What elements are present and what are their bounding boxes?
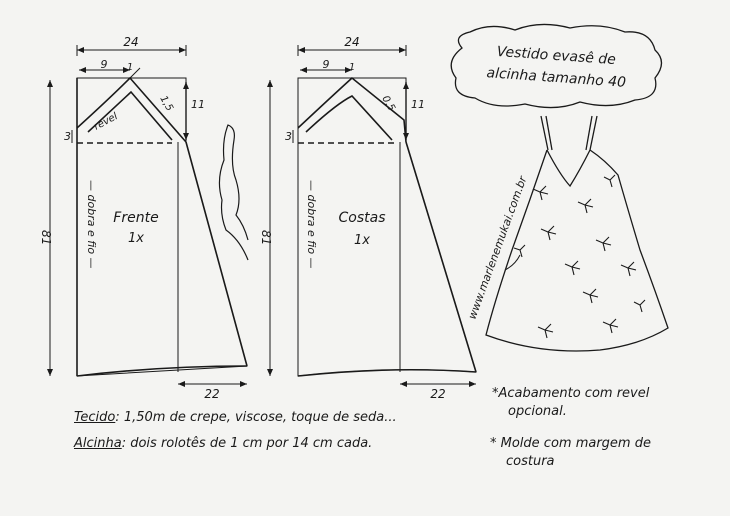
front-piece-name: Frente — [113, 210, 158, 226]
strap-note-label: Alcinha — [74, 436, 122, 451]
title-line-2: alcinha tamanho 40 — [486, 65, 627, 91]
back-strap-label: 0,5 — [379, 94, 396, 113]
back-piece-qty: 1x — [354, 233, 370, 248]
front-neck-rise-label: 1 — [127, 62, 133, 73]
back-length-label: 81 — [259, 230, 273, 245]
front-pattern-piece — [76, 67, 248, 377]
front-width-label: 24 — [123, 35, 138, 49]
front-piece-qty: 1x — [128, 231, 144, 246]
strap-note: Alcinha: dois rolotês de 1 cm por 14 cm … — [74, 436, 372, 451]
back-neck-rise-label: 1 — [349, 62, 355, 73]
title-cloud-outline — [450, 23, 663, 109]
dress-flower-print — [513, 174, 646, 339]
front-length-label: 81 — [39, 230, 53, 245]
fabric-note-label: Tecido — [74, 410, 116, 425]
back-facing-depth-label: 3 — [285, 130, 292, 143]
finish-note-line-1: *Acabamento com revel — [492, 386, 650, 401]
back-pattern-piece — [297, 76, 477, 377]
margin-note-line-1: * Molde com margem de — [490, 436, 651, 451]
front-shoulder-label: 9 — [101, 58, 108, 71]
fabric-note: Tecido: 1,50m de crepe, viscose, toque d… — [74, 410, 397, 425]
front-armhole-label: 11 — [191, 98, 205, 111]
back-hem-label: 22 — [430, 387, 445, 401]
back-dimensions — [269, 45, 476, 385]
website-watermark: www.marlenemukai.com.br — [466, 173, 530, 321]
front-hem-label: 22 — [204, 387, 219, 401]
front-facing-depth-label: 3 — [64, 130, 71, 143]
front-fold-label: — dobra e fio — — [85, 180, 98, 269]
back-width-label: 24 — [344, 35, 359, 49]
back-armhole-label: 11 — [411, 98, 425, 111]
margin-note-line-2: costura — [506, 454, 555, 469]
front-strap-label: 1,5 — [157, 94, 174, 113]
designer-signature — [218, 124, 249, 261]
dress-illustration — [485, 115, 669, 352]
back-shoulder-label: 9 — [323, 58, 330, 71]
strap-note-text: : dois rolotês de 1 cm por 14 cm cada. — [121, 436, 373, 451]
front-dimensions — [49, 45, 247, 385]
back-fold-label: — dobra e fio — — [305, 180, 318, 269]
title-line-1: Vestido evasê de — [496, 44, 616, 68]
back-piece-name: Costas — [339, 210, 386, 226]
finish-note-line-2: opcional. — [508, 404, 567, 419]
fabric-note-text: : 1,50m de crepe, viscose, toque de seda… — [115, 410, 397, 425]
